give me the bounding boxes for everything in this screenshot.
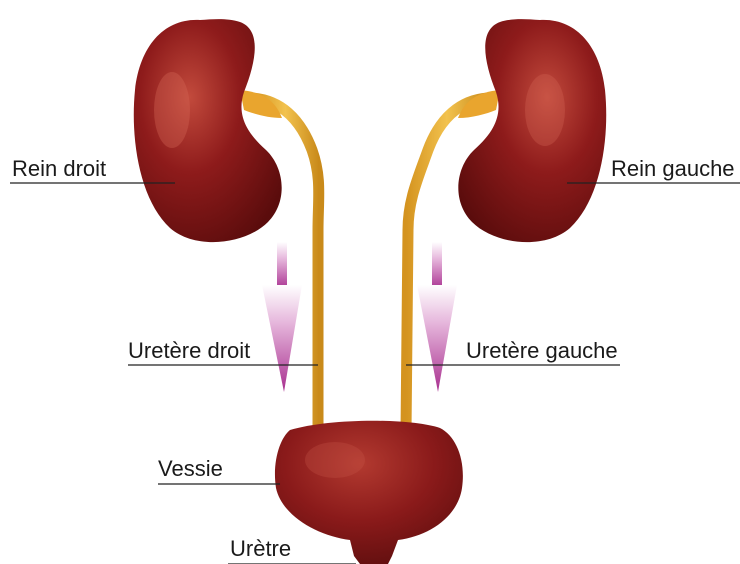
label-rein-droit: Rein droit — [12, 156, 106, 181]
label-uretre: Urètre — [230, 536, 291, 561]
label-vessie: Vessie — [158, 456, 223, 481]
label-uretere-droit: Uretère droit — [128, 338, 250, 363]
right-kidney — [134, 19, 282, 242]
flow-arrow-right — [262, 242, 302, 392]
bladder — [275, 421, 463, 564]
flow-arrow-left — [417, 242, 457, 392]
label-rein-gauche: Rein gauche — [611, 156, 735, 181]
bladder-highlight — [305, 442, 365, 478]
right-kidney-highlight — [154, 72, 190, 148]
label-uretere-gauche: Uretère gauche — [466, 338, 618, 363]
left-kidney-highlight — [525, 74, 565, 146]
